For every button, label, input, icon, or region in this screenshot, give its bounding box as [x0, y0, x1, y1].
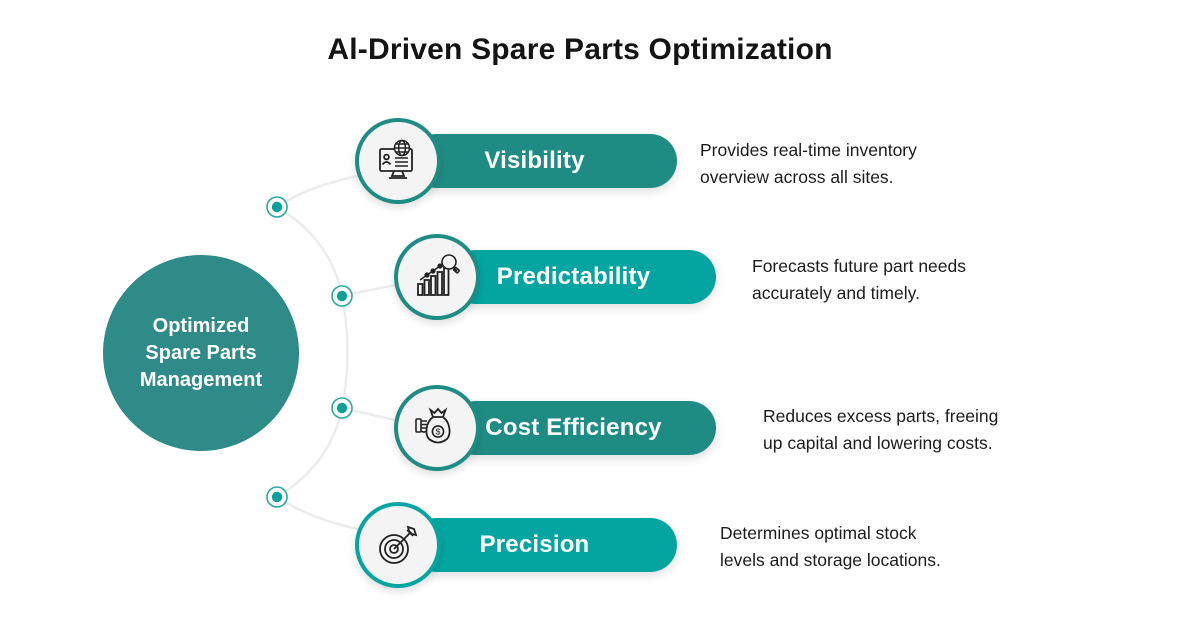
target-arrow-icon	[379, 525, 418, 564]
precision-label: Precision	[479, 531, 590, 558]
predictability-icon-circle	[394, 234, 480, 320]
connector-node	[266, 486, 288, 508]
predictability-pill: Predictability	[449, 250, 716, 304]
visibility-pill: Visibility	[410, 134, 677, 188]
cost-efficiency-label: Cost Efficiency	[485, 414, 662, 441]
svg-text:$: $	[436, 427, 441, 437]
chart-magnifier-icon	[417, 254, 460, 296]
predictability-label: Predictability	[496, 263, 651, 290]
cost-efficiency-icon-circle: $	[394, 385, 480, 471]
precision-icon-circle	[355, 502, 441, 588]
visibility-description: Provides real-time inventory overview ac…	[700, 140, 917, 187]
visibility-label: Visibility	[484, 147, 585, 174]
visibility-icon-circle	[355, 118, 441, 204]
connector-nodes	[266, 196, 353, 508]
money-bag-icon: $	[415, 407, 451, 444]
predictability-description: Forecasts future part needs accurately a…	[752, 256, 966, 303]
central-topic-circle: Optimized Spare Parts Management	[103, 255, 299, 451]
cost-efficiency-description: Reduces excess parts, freeing up capital…	[763, 406, 999, 453]
precision-pill: Precision	[410, 518, 677, 572]
connector-arc	[275, 205, 349, 499]
central-topic-label: Optimized Spare Parts Management	[139, 314, 263, 391]
connector-path-visibility	[275, 174, 360, 209]
connector-node	[331, 285, 353, 307]
monitor-globe-icon	[379, 139, 413, 179]
precision-description: Determines optimal stock levels and stor…	[720, 523, 941, 570]
cost-efficiency-pill: Cost Efficiency	[449, 401, 716, 455]
connector-node	[331, 397, 353, 419]
page-title: Al-Driven Spare Parts Optimization	[327, 33, 833, 66]
connector-node	[266, 196, 288, 218]
connector-path-precision	[275, 495, 360, 531]
